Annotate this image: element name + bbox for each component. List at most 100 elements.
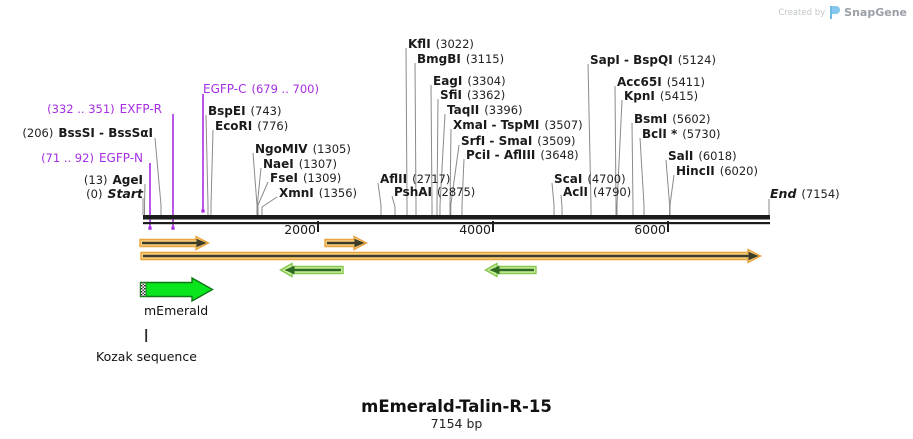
site-label-acli[interactable]: AclI (4790) [563, 184, 631, 199]
snapgene-credit: Created by SnapGene [778, 5, 907, 20]
site-label-fsei[interactable]: FseI (1309) [270, 170, 341, 185]
enzyme-name-text: FseI [270, 171, 298, 185]
enzyme-pos-text: (3507) [544, 118, 583, 132]
site-label-acc65i[interactable]: Acc65I(5411) [617, 74, 705, 89]
enzyme-name-text: EagI [433, 74, 463, 88]
enzyme-pos-text: (206) [22, 126, 54, 140]
site-label-bcli[interactable]: BclI * (5730) [642, 126, 721, 141]
enzyme-name-text: AclI [563, 185, 588, 199]
enzyme-pos-text: (3396) [484, 103, 523, 117]
feature-label-egfp-c[interactable]: EGFP-C (679 .. 700) [203, 81, 319, 96]
kozak-label[interactable]: Kozak sequence [96, 349, 197, 364]
enzyme-pos-text: (2875) [437, 185, 476, 199]
site-label-bspei[interactable]: BspEI(743) [208, 103, 281, 118]
orf-arrows-forward[interactable] [139, 235, 763, 264]
enzyme-name-text: AgeI [112, 173, 143, 187]
site-label-naei[interactable]: NaeI (1307) [263, 156, 337, 171]
enzyme-name-text: XmaI - TspMI [453, 118, 540, 132]
ruler-label-6000: 6000 [634, 222, 666, 237]
orf-arrows-reverse[interactable] [279, 262, 537, 278]
site-label-agei[interactable]: (13)AgeI [84, 172, 143, 187]
enzyme-name-text: NaeI [263, 157, 294, 171]
site-label-bsssi[interactable]: (206)BssSI - BssSαI [22, 125, 153, 140]
enzyme-name-text: KpnI [624, 89, 655, 103]
ruler-label-4000: 4000 [459, 222, 491, 237]
site-label-aflii[interactable]: AflII (2717) [380, 171, 450, 186]
site-label-pcii[interactable]: PciI - AflIII(3648) [466, 147, 579, 162]
memerald-arrow[interactable] [139, 276, 214, 303]
site-label-sfii[interactable]: SfiI (3362) [440, 87, 505, 102]
feature-foot-exfp-r [171, 226, 175, 230]
site-label-sali[interactable]: SalI (6018) [668, 148, 737, 163]
end-name-text: End [770, 186, 797, 201]
feature-name-text: EGFP-C [203, 82, 247, 96]
snapgene-brand-text: SnapGene [844, 6, 907, 19]
enzyme-pos-text: (3362) [467, 88, 506, 102]
enzyme-name-text: XmnI [279, 186, 314, 200]
enzyme-name-text: TaqII [447, 103, 480, 117]
start-label: (0) Start [86, 186, 143, 201]
site-label-eagi[interactable]: EagI (3304) [433, 73, 506, 88]
created-by-text: Created by [778, 7, 826, 18]
memerald-stipple-band [140, 282, 147, 297]
start-name-text: Start [107, 186, 143, 201]
site-label-pshai[interactable]: PshAI(2875) [394, 184, 475, 199]
site-label-xmni[interactable]: XmnI (1356) [279, 185, 357, 200]
site-label-sapi[interactable]: SapI - BspQI(5124) [590, 52, 716, 67]
enzyme-pos-text: (3648) [540, 148, 579, 162]
enzyme-name-text: BclI * [642, 127, 678, 141]
site-label-srfi[interactable]: SrfI - SmaI(3509) [461, 133, 576, 148]
enzyme-pos-text: (1356) [318, 186, 358, 200]
feature-label-egfp-n[interactable]: (71 .. 92)EGFP-N [41, 150, 143, 165]
feature-name-text: EXFP-R [119, 102, 162, 116]
enzyme-pos-text: (4700) [587, 172, 626, 186]
enzyme-pos-text: (5124) [677, 53, 716, 67]
enzyme-pos-text: (5730) [682, 127, 721, 141]
enzyme-name-text: KflI [408, 37, 431, 51]
site-label-ecori[interactable]: EcoRI(776) [215, 118, 288, 133]
site-label-hincii[interactable]: HincII(6020) [676, 163, 758, 178]
end-label: End(7154) [770, 186, 840, 201]
enzyme-name-text: NgoMIV [255, 142, 308, 156]
enzyme-pos-text: (1305) [312, 142, 351, 156]
ruler-ticks [317, 221, 669, 232]
site-label-taqii[interactable]: TaqII (3396) [447, 102, 523, 117]
feature-foot-egfp-c [201, 209, 205, 213]
map-length: 7154 bp [430, 416, 483, 431]
site-label-ngomiv[interactable]: NgoMIV (1305) [255, 141, 351, 156]
feature-pos-text: (71 .. 92) [41, 151, 94, 165]
feature-label-exfp-r[interactable]: (332 .. 351) EXFP-R [47, 101, 162, 116]
enzyme-name-text: AflII [380, 172, 408, 186]
enzyme-pos-text: (2717) [412, 172, 451, 186]
enzyme-name-text: SrfI - SmaI [461, 134, 533, 148]
feature-foot-egfp-n [148, 226, 152, 230]
site-label-scai[interactable]: ScaI (4700) [554, 171, 626, 186]
enzyme-pos-text: (1307) [298, 157, 337, 171]
site-label-kfli[interactable]: KflI(3022) [408, 36, 474, 51]
enzyme-pos-text: (5411) [666, 75, 705, 89]
enzyme-pos-text: (1309) [302, 171, 342, 185]
enzyme-pos-text: (6018) [698, 149, 737, 163]
site-label-xmai[interactable]: XmaI - TspMI (3507) [453, 117, 583, 132]
ruler-label-2000: 2000 [284, 222, 316, 237]
enzyme-name-text: BmgBI [417, 52, 461, 66]
enzyme-name-text: ScaI [554, 172, 583, 186]
enzyme-name-text: SfiI [440, 88, 463, 102]
site-label-kpni[interactable]: KpnI(5415) [624, 88, 698, 103]
site-label-bsmi[interactable]: BsmI(5602) [634, 111, 711, 126]
enzyme-pos-text: (4790) [592, 185, 632, 199]
enzyme-name-text: HincII [676, 164, 715, 178]
site-label-bmgbi[interactable]: BmgBI (3115) [417, 51, 504, 66]
start-pos-text: (0) [86, 187, 103, 201]
memerald-label[interactable]: mEmerald [144, 303, 209, 318]
enzyme-name-text: EcoRI [215, 119, 253, 133]
feature-pos-text: (332 .. 351) [47, 102, 115, 116]
feature-pos-text: (679 .. 700) [251, 82, 319, 96]
map-title: mEmerald-Talin-R-15 [361, 397, 552, 416]
enzyme-pos-text: (3115) [465, 52, 505, 66]
enzyme-name-text: SalI [668, 149, 694, 163]
kozak-tick [145, 329, 148, 342]
enzyme-pos-text: (3304) [467, 74, 506, 88]
